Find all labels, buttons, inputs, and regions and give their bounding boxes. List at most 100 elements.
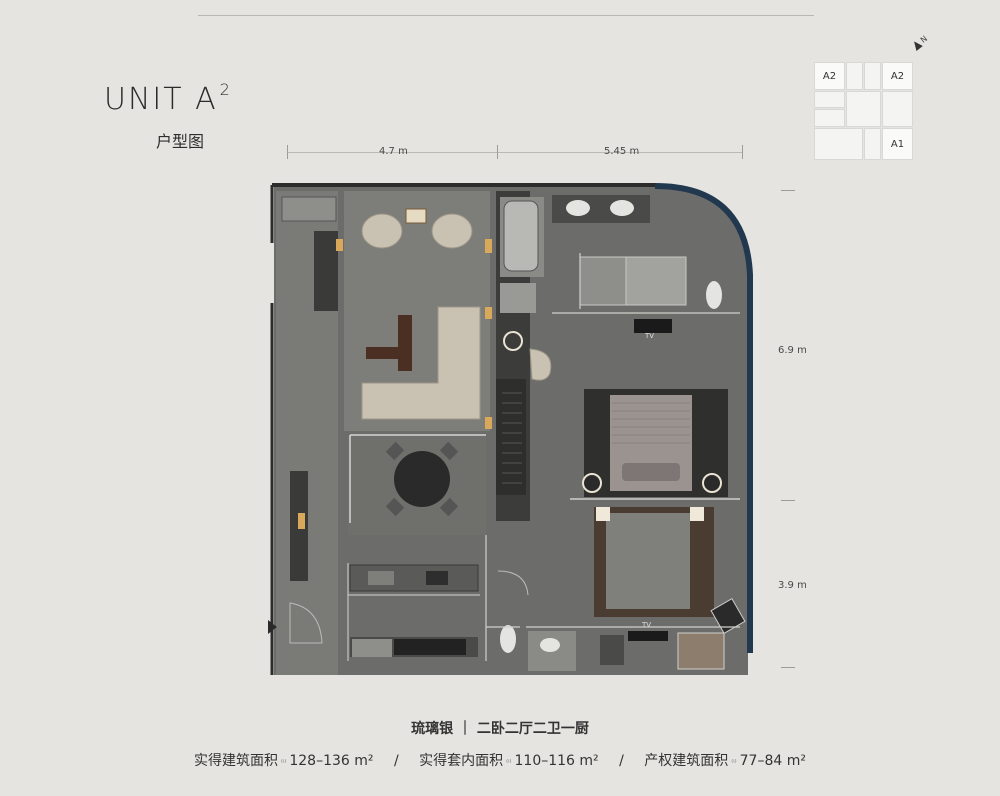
area-title-value: 77–84 m² (739, 753, 806, 769)
partition-line (349, 434, 486, 523)
area-interior-label: 实得套内面积 (419, 753, 504, 769)
tv-label-2: TV (641, 621, 651, 629)
area-built-value: 128–136 m² (289, 753, 374, 769)
area-icon: ⁽ⁱ⁾ (731, 758, 737, 767)
key-plan-cell (864, 62, 881, 90)
unit-subtitle: 户型图 (156, 132, 205, 151)
nightstand (596, 507, 610, 521)
shower (500, 283, 536, 313)
key-plan-cell (846, 91, 881, 127)
dimension-tick (781, 500, 795, 501)
dark-counter (394, 639, 466, 655)
pillows (622, 463, 680, 481)
dining-table (394, 451, 450, 507)
nightstand-lamp (582, 473, 602, 493)
dimension-tick (287, 145, 288, 159)
lamp (485, 417, 492, 429)
cooktop (426, 571, 448, 585)
dining-chair (385, 497, 405, 517)
coffee-table (398, 315, 412, 371)
toilet (706, 281, 722, 309)
dimension-tick (781, 667, 795, 668)
key-plan-label: A1 (890, 138, 905, 150)
caption-title: 琉璃银 ｜ 二卧二厅二卫一厨 (411, 721, 589, 737)
lamp (298, 513, 305, 529)
area-title-label: 产权建筑面积 (644, 753, 729, 769)
dimension-tick (497, 145, 498, 159)
basin (540, 638, 560, 652)
key-plan-cell (846, 62, 863, 90)
key-plan-cell (814, 91, 845, 108)
dimension-tick (781, 190, 795, 191)
dimension-top-left: 4.7 m (379, 146, 408, 157)
nightstand (690, 507, 704, 521)
key-plan: A2 A2 A1 (810, 60, 913, 165)
key-plan-cell (814, 109, 845, 127)
top-rule (198, 15, 814, 16)
area-icon: ⁽ⁱ⁾ (506, 758, 512, 767)
floor-plan: TV TV (270, 183, 753, 675)
l-sofa (361, 306, 481, 420)
second-bed (606, 513, 690, 609)
dining-chair (385, 441, 405, 461)
key-plan-label: A2 (822, 70, 837, 82)
area-icon: ⁽ⁱ⁾ (281, 758, 287, 767)
sink (368, 571, 394, 585)
area-interior-value: 110–116 m² (514, 753, 599, 769)
lamp (485, 307, 492, 319)
caption-separator: / (393, 753, 399, 769)
dining-chair (439, 497, 459, 517)
dimension-line-top (287, 152, 742, 153)
nightstand-lamp (702, 473, 722, 493)
cabinet (600, 635, 624, 665)
armchair-left (361, 213, 403, 249)
caption-areas: 实得建筑面积⁽ⁱ⁾128–136 m² / 实得套内面积⁽ⁱ⁾110–116 m… (0, 750, 1000, 770)
half-round-console (529, 348, 552, 381)
unit-title-superscript: 2 (219, 80, 232, 99)
dimension-top-right: 5.45 m (604, 146, 640, 157)
side-table (405, 208, 427, 224)
glass-facade (654, 183, 753, 653)
cabinet-dark (314, 231, 338, 311)
key-plan-cell-a2-right: A2 (882, 62, 913, 90)
north-compass-icon: N (910, 34, 929, 51)
dining-chair (439, 441, 459, 461)
bottom-walls (485, 535, 740, 661)
ceiling-light (503, 331, 523, 351)
wall-cabinet-tv-2 (628, 631, 668, 641)
ottoman (366, 347, 402, 359)
dimension-tick (742, 145, 743, 159)
key-plan-cell-a1: A1 (882, 128, 913, 160)
appliance (352, 639, 392, 657)
wall-cabinet-tv-1 (634, 319, 672, 333)
unit-title-text: UNIT A (104, 82, 218, 117)
kitchen-wall (347, 563, 480, 661)
dimension-right-lower: 3.9 m (778, 580, 807, 591)
basin-right (610, 200, 634, 216)
basin-left (566, 200, 590, 216)
lamp (485, 239, 492, 253)
armchair-right (431, 213, 473, 249)
wardrobe (677, 632, 725, 670)
entry-arrow-icon (268, 620, 277, 634)
shower-tray (625, 256, 687, 306)
bathroom-wall (552, 253, 740, 314)
toilet (500, 625, 516, 653)
key-plan-cell (864, 128, 881, 160)
corridor (496, 379, 526, 495)
storage-unit (281, 196, 337, 222)
entry-door-swing (289, 602, 323, 644)
key-plan-cell (814, 128, 863, 160)
bathtub (503, 200, 539, 272)
key-plan-label: A2 (890, 70, 905, 82)
corridor-stripes (502, 392, 522, 484)
dimension-right-upper: 6.9 m (778, 345, 807, 356)
bed-lines (612, 402, 690, 444)
tv-label-1: TV (644, 332, 654, 340)
key-plan-cell (882, 91, 913, 127)
area-built-label: 实得建筑面积 (194, 753, 278, 769)
door-swing (497, 570, 529, 596)
lamp (336, 239, 343, 251)
caption-separator: / (619, 753, 624, 769)
